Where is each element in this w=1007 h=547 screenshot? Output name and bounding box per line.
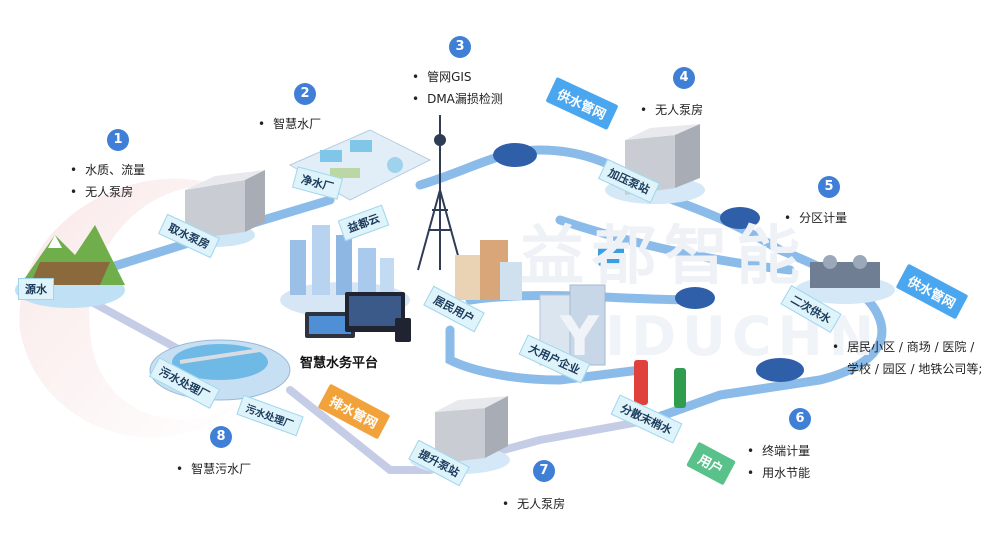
- step-6-line-2: 用水节能: [747, 462, 810, 484]
- step-note-2: 智慧水厂: [258, 113, 321, 135]
- step-5-line-1: 分区计量: [784, 207, 847, 229]
- step-3-line-1: 管网GIS: [412, 66, 503, 88]
- step-badge-1: 1: [107, 129, 129, 151]
- step-badge-2: 2: [294, 83, 316, 105]
- step-note-4: 无人泵房: [640, 99, 703, 121]
- step-note-1: 水质、流量 无人泵房: [70, 159, 145, 203]
- step-6-line-1: 终端计量: [747, 440, 810, 462]
- source-water-label: 源水: [18, 278, 54, 300]
- step-badge-7: 7: [533, 460, 555, 482]
- step-badge-8: 8: [210, 426, 232, 448]
- secondary-supply-equipment: [795, 255, 895, 304]
- residential-note: 居民小区 / 商场 / 医院 / 学校 / 园区 / 地铁公司等;: [832, 336, 982, 380]
- step-7-line-1: 无人泵房: [502, 493, 565, 515]
- step-4-line-1: 无人泵房: [640, 99, 703, 121]
- step-badge-5: 5: [818, 176, 840, 198]
- residential-note-line-2: 学校 / 园区 / 地铁公司等;: [847, 362, 983, 376]
- watermark-cn: 益都智能: [520, 220, 808, 294]
- step-note-6: 终端计量 用水节能: [747, 440, 810, 484]
- signal-tower: [417, 115, 463, 271]
- water-meters: [493, 143, 804, 382]
- step-1-line-1: 水质、流量: [70, 159, 145, 181]
- step-note-7: 无人泵房: [502, 493, 565, 515]
- step-note-8: 智慧污水厂: [176, 458, 251, 480]
- step-1-line-2: 无人泵房: [70, 181, 145, 203]
- step-badge-4: 4: [673, 67, 695, 89]
- step-3-line-2: DMA漏损检测: [412, 88, 503, 110]
- fire-hydrants: [634, 360, 686, 408]
- step-note-3: 管网GIS DMA漏损检测: [412, 66, 503, 110]
- platform-title: 智慧水务平台: [300, 356, 379, 371]
- platform-devices: [305, 292, 411, 342]
- logo-swirl-decoration: [19, 178, 240, 438]
- step-note-5: 分区计量: [784, 207, 847, 229]
- step-badge-6: 6: [789, 408, 811, 430]
- residential-note-line-1: 居民小区 / 商场 / 医院 /: [832, 336, 982, 358]
- step-8-line-1: 智慧污水厂: [176, 458, 251, 480]
- step-badge-3: 3: [449, 36, 471, 58]
- residential-buildings: [455, 240, 522, 300]
- step-2-line-1: 智慧水厂: [258, 113, 321, 135]
